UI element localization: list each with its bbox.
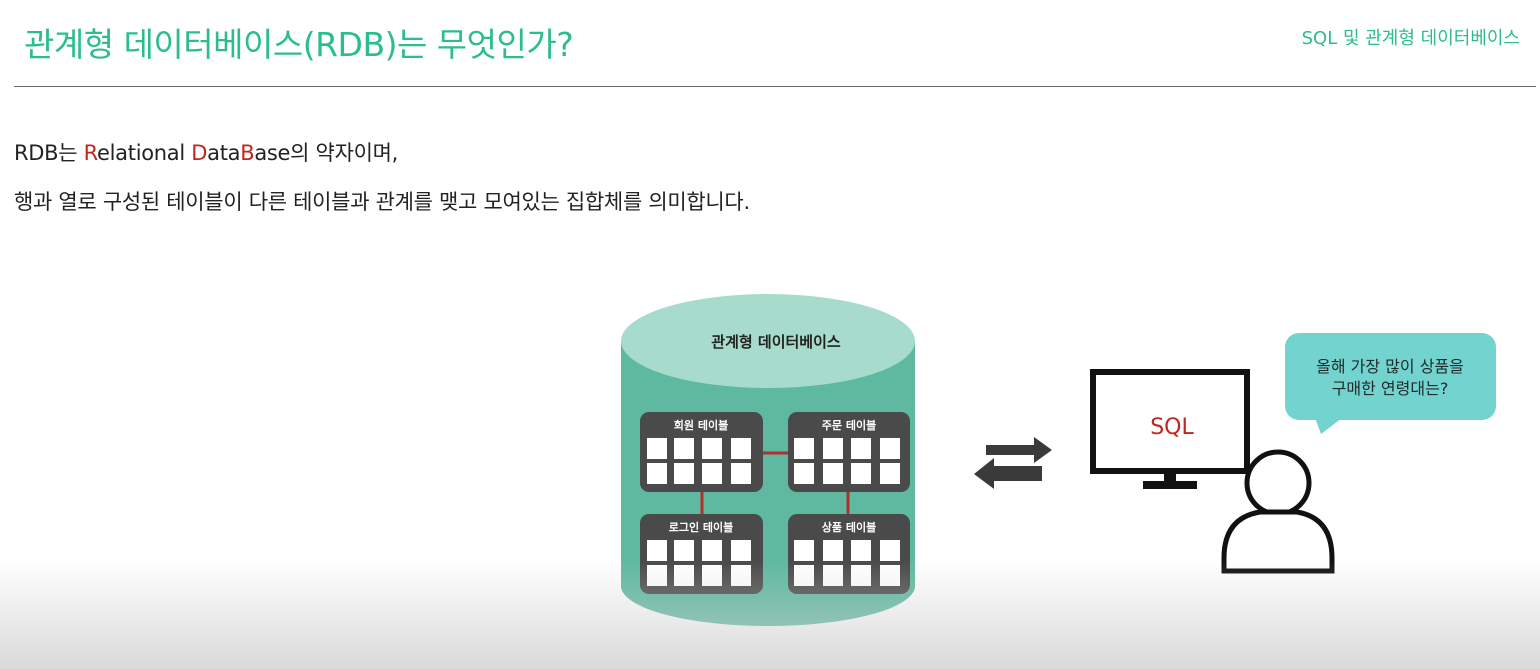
line1-prefix: RDB는 [14,141,84,165]
order-table-label: 주문 테이블 [822,418,876,432]
header-divider [14,86,1536,87]
relation-lines [700,451,850,515]
section-topic: SQL 및 관계형 데이터베이스 [1301,28,1520,49]
member-table-label: 회원 테이블 [674,418,728,432]
monitor-sql-text: SQL [1150,415,1194,440]
speech-line-2: 구매한 연령대는? [1331,379,1449,398]
letter-d: D [191,141,208,165]
letter-r: R [83,141,98,165]
arrow-left-icon [974,458,1042,489]
speech-bubble-text: 올해 가장 많이 상품을 구매한 연령대는? [1290,356,1490,400]
exchange-arrows-icon [974,437,1052,489]
definition-line-1: RDB는 Relational DataBase의 약자이며, [14,137,398,167]
product-table-label: 상품 테이블 [822,520,876,534]
speech-line-1: 올해 가장 많이 상품을 [1316,357,1464,376]
user-icon [1221,449,1335,574]
line1-relational: elational [97,141,192,165]
speech-bubble [1285,333,1496,434]
line1-data: ata [207,141,241,165]
database-label: 관계형 데이터베이스 [711,333,841,351]
monitor-icon: SQL [1090,369,1250,489]
arrow-right-icon [986,437,1052,463]
login-table-label: 로그인 테이블 [669,520,734,534]
letter-b: B [240,141,255,165]
product-table: 상품 테이블 [788,514,910,594]
line1-base: ase의 약자이며, [254,141,399,165]
member-table: 회원 테이블 [640,412,763,492]
order-table: 주문 테이블 [788,412,910,492]
cylinder-top [621,294,915,388]
page-title: 관계형 데이터베이스(RDB)는 무엇인가? [24,25,574,64]
login-table: 로그인 테이블 [640,514,763,594]
definition-line-2: 행과 열로 구성된 테이블이 다른 테이블과 관계를 맺고 모여있는 집합체를 … [14,190,750,214]
